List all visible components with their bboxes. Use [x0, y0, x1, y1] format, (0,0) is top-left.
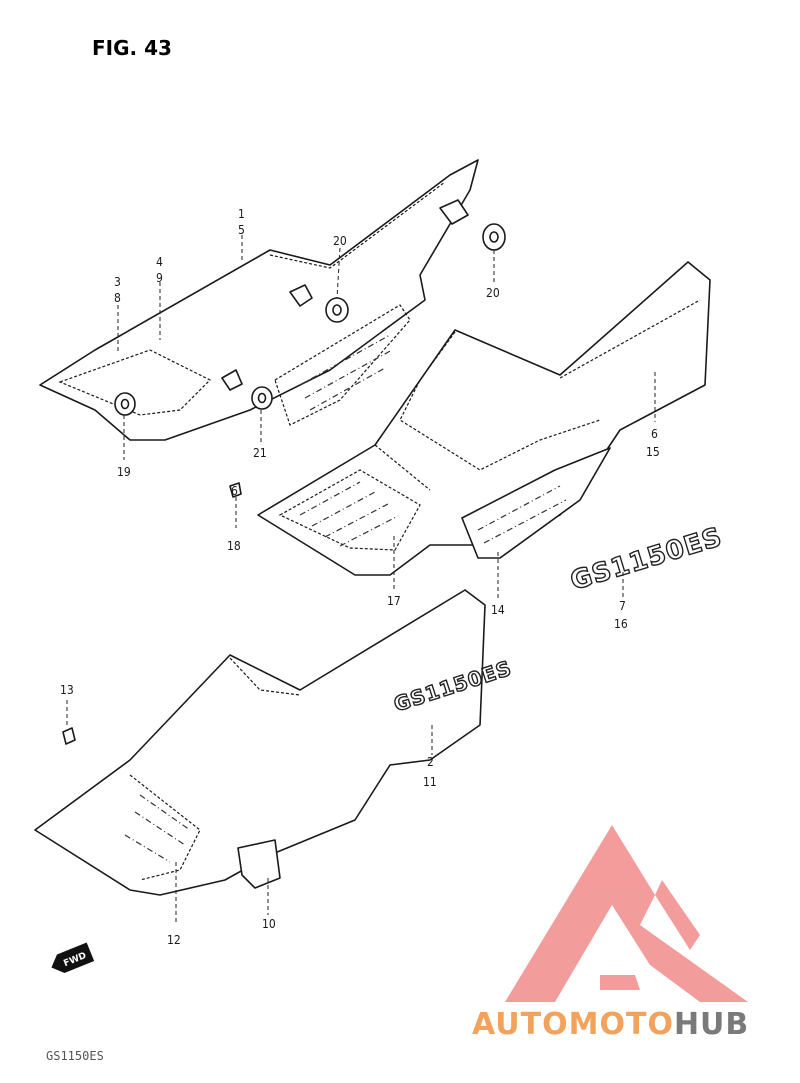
- clip-icon: [221, 369, 243, 391]
- frame-cover-upper: [39, 159, 479, 441]
- part-label-6b: 6: [231, 484, 238, 498]
- part-label-1: 1: [238, 207, 245, 221]
- fwd-arrow-icon: FWD: [51, 942, 95, 974]
- part-label-4: 4: [156, 255, 163, 269]
- part-label-6: 6: [651, 427, 658, 441]
- clip-icon: [439, 199, 469, 225]
- part-label-10: 10: [262, 917, 276, 931]
- clip-icon: [289, 284, 313, 307]
- watermark-text: AUTOMOTOHUB: [472, 1007, 749, 1042]
- tail-cover: [257, 261, 711, 576]
- leader-lines: [66, 235, 656, 925]
- footer-code: GS1150ES: [46, 1049, 104, 1063]
- part-label-20b: 20: [486, 286, 500, 300]
- part-label-19: 19: [117, 465, 131, 479]
- part-label-12: 12: [167, 933, 181, 947]
- part-label-8: 8: [114, 291, 121, 305]
- part-label-2: 2: [427, 755, 434, 769]
- part-label-21: 21: [253, 446, 267, 460]
- emblem-decal: GS1150ES: [566, 521, 726, 597]
- grommet-20a: [325, 297, 349, 323]
- watermark-logo-icon: [505, 825, 748, 1002]
- part-label-17: 17: [387, 594, 401, 608]
- grommet-20b: [482, 223, 506, 251]
- figure-title: FIG. 43: [92, 36, 172, 60]
- grommet-19: [114, 392, 136, 416]
- emblem-text: GS1150ES: [567, 522, 726, 597]
- part-label-16: 16: [614, 617, 628, 631]
- side-cover-lower: GS1150ES: [34, 589, 515, 896]
- part-label-18: 18: [227, 539, 241, 553]
- part-label-3: 3: [114, 275, 121, 289]
- grommet-21: [251, 386, 273, 410]
- screw-icon: [62, 727, 76, 745]
- part-label-13: 13: [60, 683, 74, 697]
- part-label-14: 14: [491, 603, 505, 617]
- part-label-11: 11: [423, 775, 437, 789]
- part-label-20a: 20: [333, 234, 347, 248]
- part-label-15: 15: [646, 445, 660, 459]
- screw-icon: [229, 482, 242, 498]
- part-label-5: 5: [238, 223, 245, 237]
- part-label-9: 9: [156, 271, 163, 285]
- part-label-7: 7: [619, 599, 626, 613]
